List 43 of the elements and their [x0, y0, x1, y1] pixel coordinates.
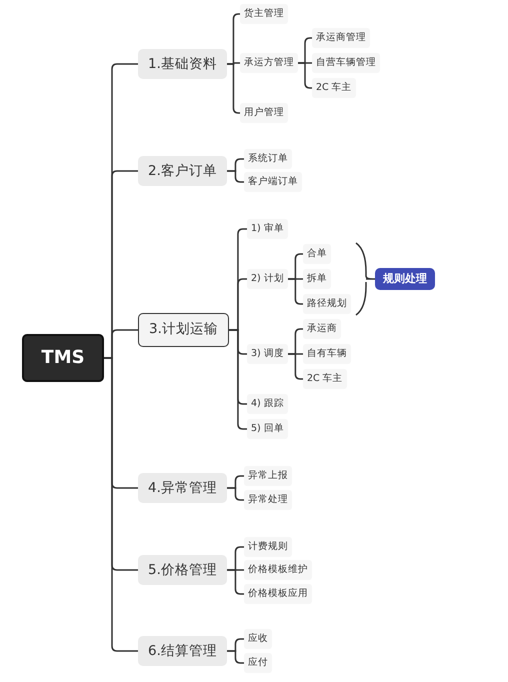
connector [226, 487, 244, 501]
subtopic-box: 系统订单 [244, 149, 292, 169]
subtopic-box: 异常处理 [244, 490, 292, 510]
subtopic-box: 4) 跟踪 [247, 394, 288, 414]
subtopic-box: 2C 车主 [312, 78, 356, 98]
subtopic-box: 异常上报 [244, 466, 292, 486]
subtopic-box: 承运方管理 [240, 53, 298, 73]
subtopic-box: 客户端订单 [244, 172, 302, 192]
subtopic-box: 2C 车主 [303, 369, 347, 389]
topic-box: 4.异常管理 [138, 473, 227, 503]
connector [226, 650, 244, 664]
connector [298, 62, 312, 89]
subtopic-box: 拆单 [303, 269, 331, 289]
subtopic-box: 价格模板应用 [244, 584, 312, 604]
topic-box: 1.基础资料 [138, 49, 227, 79]
subtopic-box: 承运商 [303, 319, 341, 339]
topic-box: 2.客户订单 [138, 156, 227, 186]
subtopic-box: 自营车辆管理 [312, 53, 380, 73]
connector [104, 357, 138, 652]
subtopic-box: 3) 调度 [247, 344, 288, 364]
connector [288, 353, 303, 380]
subtopic-box: 用户管理 [240, 103, 288, 123]
subtopic-box: 1) 审单 [247, 219, 288, 239]
connector [288, 278, 303, 305]
subtopic-box: 计费规则 [244, 537, 292, 557]
topic-box: 3.计划运输 [138, 313, 229, 347]
subtopic-box: 2) 计划 [247, 269, 288, 289]
subtopic-box: 合单 [303, 244, 331, 264]
subtopic-box: 货主管理 [240, 4, 288, 24]
connector [226, 569, 244, 595]
connector [228, 329, 247, 430]
subtopic-box: 路径规划 [303, 294, 351, 314]
topic-box: 6.结算管理 [138, 636, 227, 666]
subtopic-box: 自有车辆 [303, 344, 351, 364]
subtopic-box: 5) 回单 [247, 419, 288, 439]
subtopic-box: 承运商管理 [312, 28, 370, 48]
connector [226, 170, 244, 183]
summary-box: 规则处理 [375, 268, 435, 290]
subtopic-box: 价格模板维护 [244, 560, 312, 580]
root-box: TMS [22, 334, 104, 382]
topic-box: 5.价格管理 [138, 555, 227, 585]
subtopic-box: 应收 [244, 629, 272, 649]
subtopic-box: 应付 [244, 653, 272, 673]
